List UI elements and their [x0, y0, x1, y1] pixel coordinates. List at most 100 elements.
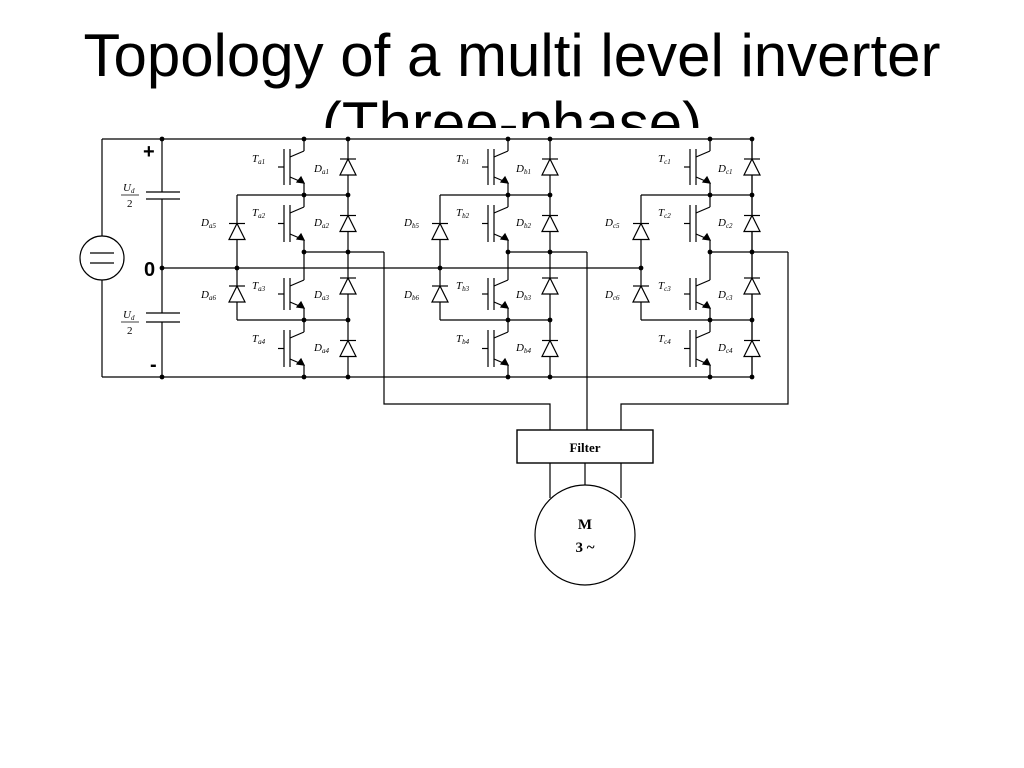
junction-dot: [749, 317, 755, 323]
junction-dot: [345, 374, 351, 380]
label-t-c3: Tc3: [658, 280, 671, 293]
components: [79, 139, 761, 377]
diode-b2: [541, 195, 559, 252]
collector: [493, 331, 509, 339]
collector: [289, 206, 305, 214]
collector: [695, 206, 711, 214]
diode-triangle: [339, 276, 357, 295]
emitter-arrow: [701, 357, 712, 366]
label-d-c2: Dc2: [717, 217, 733, 230]
emitter-arrow: [701, 300, 712, 309]
transistor-a1: [278, 139, 306, 195]
diode-triangle: [228, 222, 246, 241]
label-d-c4: Dc4: [717, 342, 733, 355]
filter-label: Filter: [569, 440, 600, 455]
junction-dot: [707, 317, 713, 323]
label-d-a2: Da2: [313, 217, 329, 230]
diode-triangle: [339, 214, 357, 233]
collector: [289, 279, 305, 287]
svg-text:Ud: Ud: [123, 309, 135, 322]
label-t-b3: Tb3: [456, 280, 470, 293]
collector: [493, 206, 509, 214]
emitter-arrow: [295, 232, 306, 241]
label-d-b3: Db3: [515, 289, 531, 302]
junction-dot: [301, 136, 307, 142]
diode-triangle: [632, 222, 650, 241]
emitter-arrow: [499, 232, 510, 241]
clamp-diode-c5: [632, 195, 650, 268]
positive-terminal-label: +: [143, 141, 155, 163]
junction-dot: [505, 136, 511, 142]
junction-dot: [505, 249, 511, 255]
label-d-b2: Db2: [515, 217, 531, 230]
emitter-arrow: [701, 175, 712, 184]
emitter-arrow: [499, 300, 510, 309]
junction-dot: [345, 249, 351, 255]
label-t-b1: Tb1: [456, 153, 469, 166]
diode-triangle: [541, 214, 559, 233]
phase-c-to-filter: [620, 252, 789, 430]
diode-c1: [743, 139, 761, 195]
junction-dot: [638, 265, 644, 271]
label-t-c1: Tc1: [658, 153, 671, 166]
diode-triangle: [339, 339, 357, 358]
clamp-diode-c6: [632, 268, 650, 320]
junction-dot: [301, 192, 307, 198]
neutral-terminal-label: 0: [144, 259, 155, 281]
diode-triangle: [228, 284, 246, 303]
diode-c4: [743, 320, 761, 377]
diode-a1: [339, 139, 357, 195]
capacitor-top-label: Ud 2: [121, 182, 139, 210]
junction-dot: [707, 136, 713, 142]
motor-circle: [534, 484, 636, 586]
collector: [493, 150, 509, 158]
emitter-arrow: [295, 175, 306, 184]
label-d-b5: Db5: [403, 217, 419, 230]
label-d-b4: Db4: [515, 342, 531, 355]
junction-dot: [159, 265, 165, 271]
capacitor-bottom-label: Ud 2: [121, 309, 139, 337]
junction-dot: [749, 136, 755, 142]
diode-a2: [339, 195, 357, 252]
diode-a4: [339, 320, 357, 377]
label-d-b6: Db6: [403, 289, 419, 302]
diode-b4: [541, 320, 559, 377]
label-d-a5: Da5: [200, 217, 216, 230]
junction-dot: [159, 374, 165, 380]
diode-c2: [743, 195, 761, 252]
junction-dot: [547, 192, 553, 198]
label-d-a4: Da4: [313, 342, 329, 355]
label-d-c1: Dc1: [717, 163, 733, 176]
collector: [695, 150, 711, 158]
junction-dot: [437, 265, 443, 271]
collector: [493, 279, 509, 287]
collector: [289, 331, 305, 339]
junction-dot: [345, 317, 351, 323]
slide-title: Topology of a multi level inverter (Thre…: [0, 22, 1024, 158]
label-t-c4: Tc4: [658, 333, 671, 346]
junction-dot: [234, 265, 240, 271]
junction-dot: [547, 374, 553, 380]
junction-dot: [505, 192, 511, 198]
junction-dot: [505, 317, 511, 323]
label-t-a3: Ta3: [252, 280, 266, 293]
svg-text:2: 2: [127, 325, 133, 337]
label-t-a1: Ta1: [252, 153, 265, 166]
diode-triangle: [339, 157, 357, 176]
dc-source-circle: [79, 235, 125, 281]
label-d-c6: Dc6: [604, 289, 620, 302]
emitter-arrow: [701, 232, 712, 241]
diode-b1: [541, 139, 559, 195]
motor-label: M: [578, 517, 592, 533]
clamp-diode-a5: [228, 195, 246, 268]
diode-triangle: [431, 284, 449, 303]
diode-triangle: [541, 339, 559, 358]
filter-box: [516, 429, 654, 464]
junction-dot: [707, 374, 713, 380]
label-t-b4: Tb4: [456, 333, 470, 346]
collector: [695, 331, 711, 339]
junction-dot: [707, 249, 713, 255]
label-d-a3: Da3: [313, 289, 329, 302]
junction-dot: [159, 136, 165, 142]
